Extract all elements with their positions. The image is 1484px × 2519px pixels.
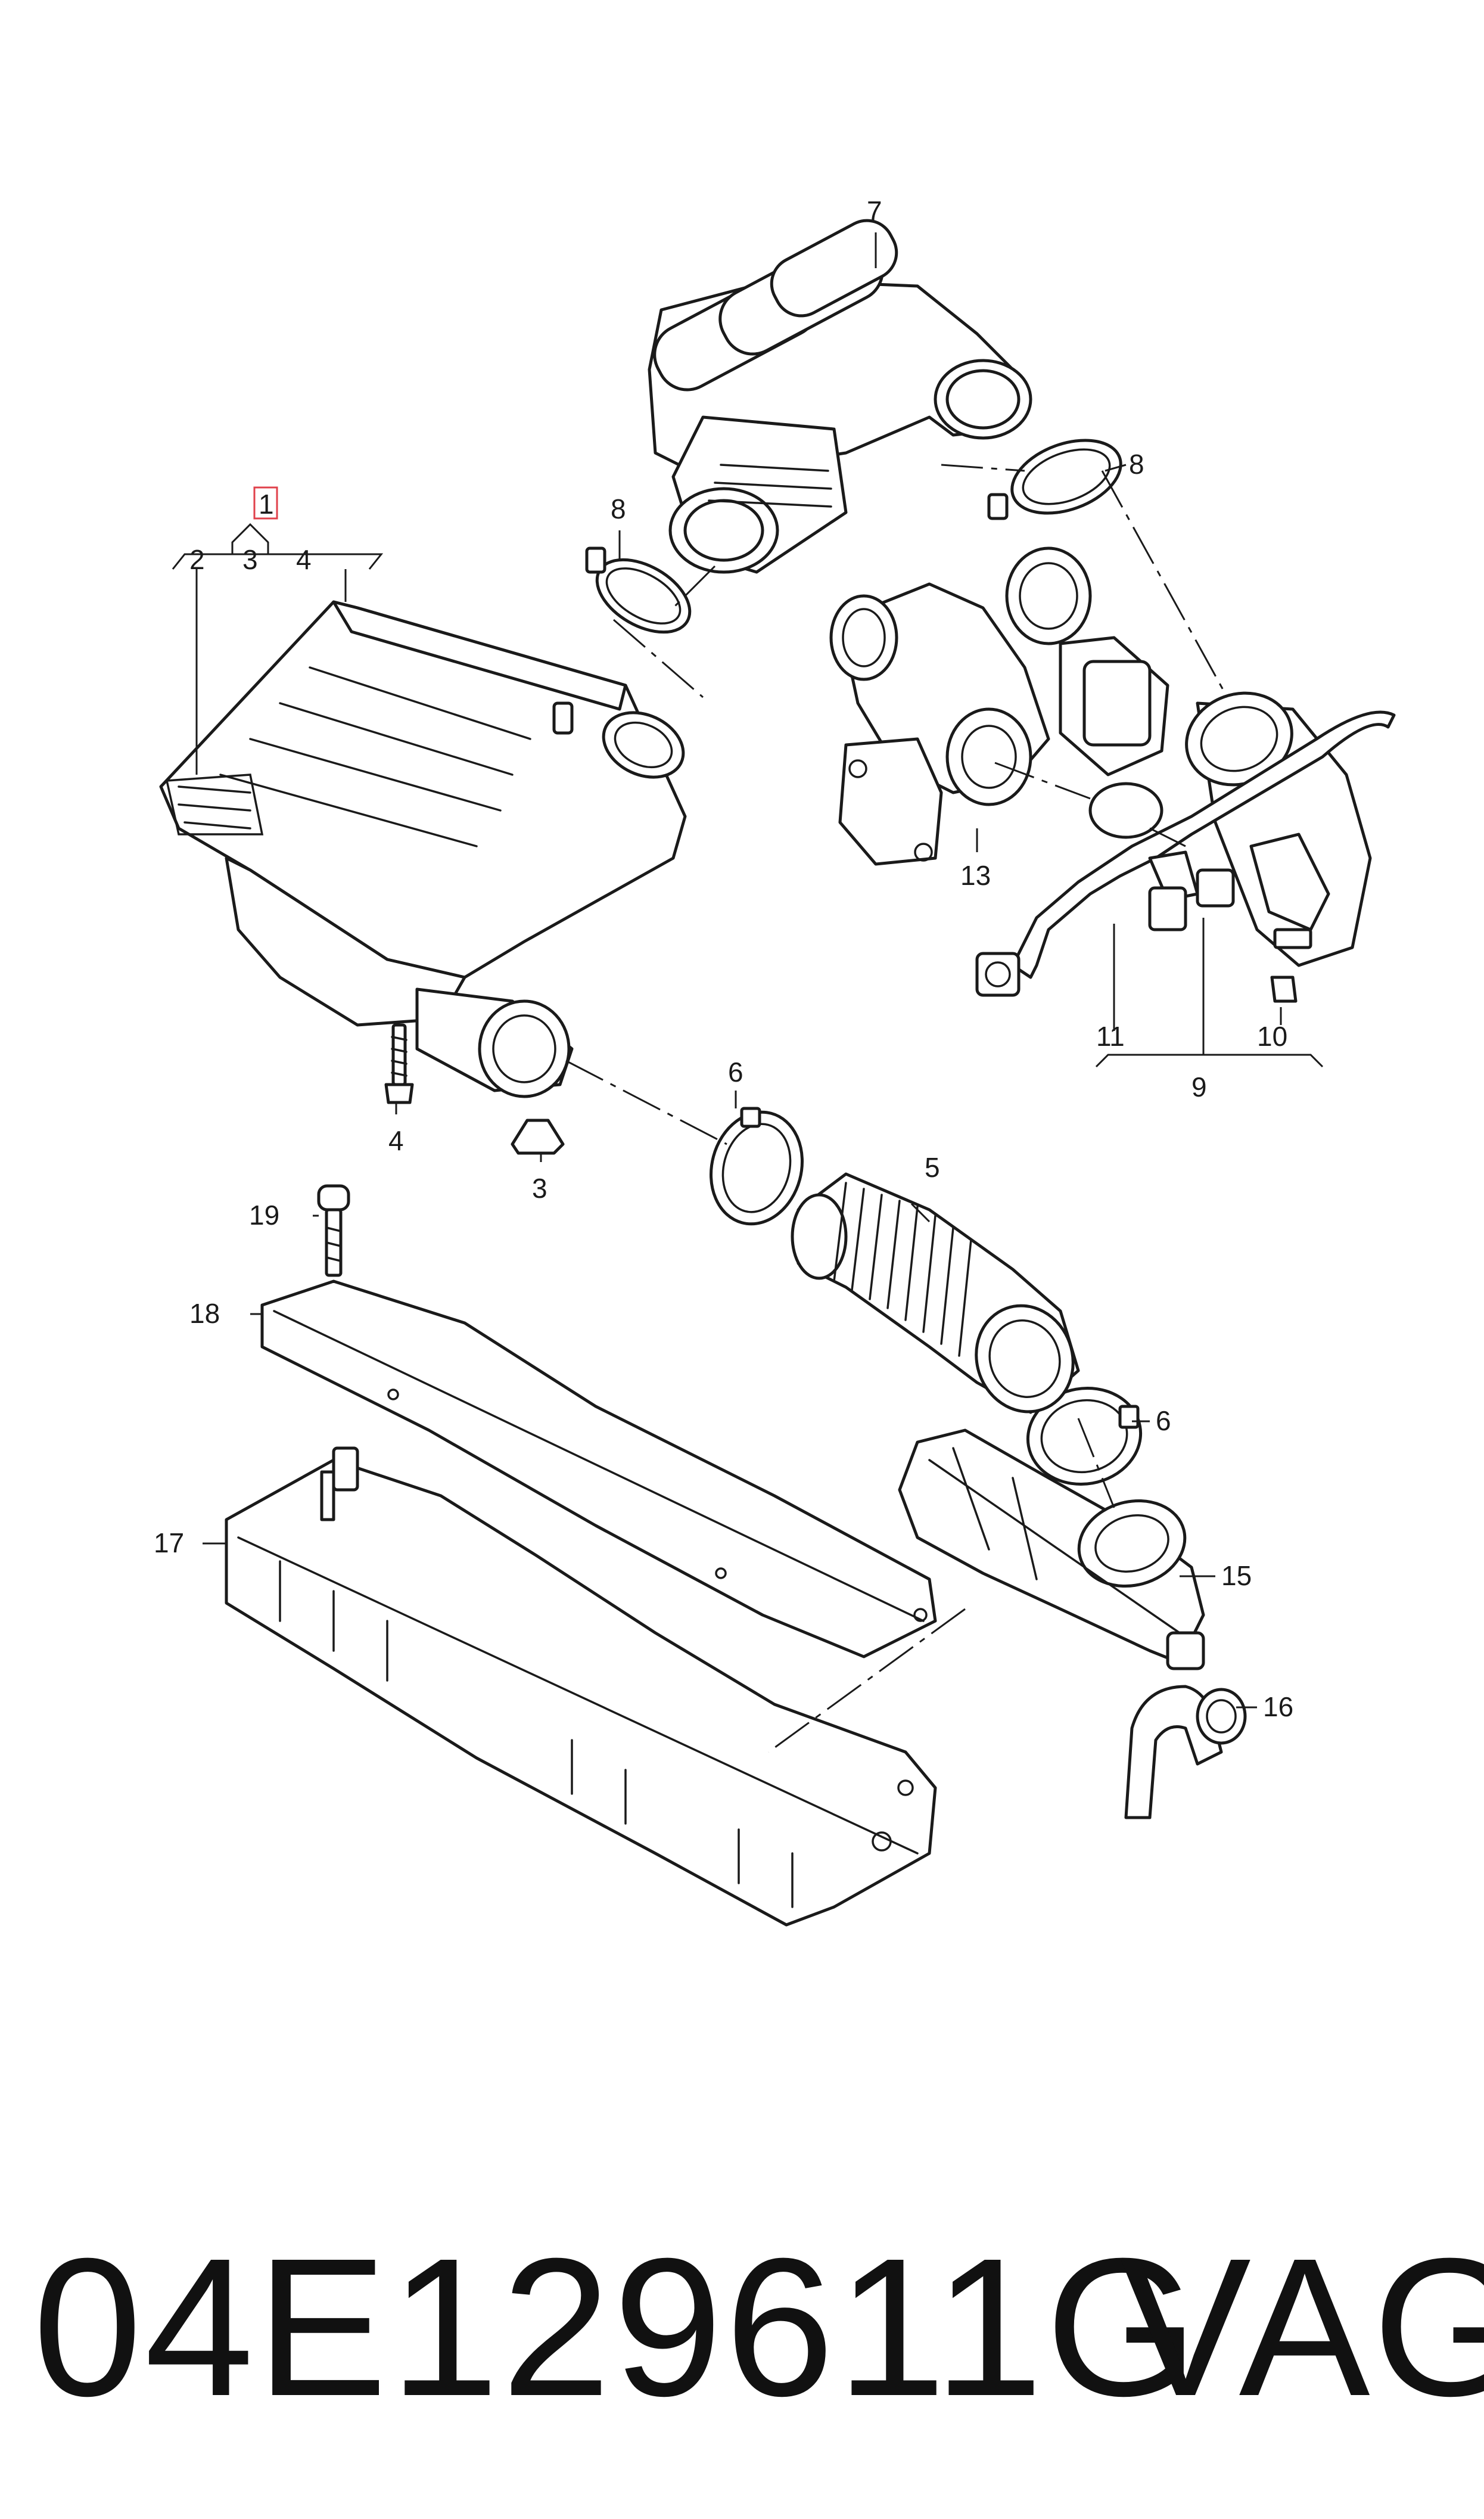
callout-4-screw: 4 — [388, 1125, 404, 1156]
callout-7: 7 — [867, 195, 882, 226]
callout-15: 15 — [1221, 1560, 1252, 1591]
callout-19: 19 — [249, 1200, 279, 1231]
o-ring — [1088, 782, 1163, 839]
clamp-part-8-left — [585, 546, 692, 634]
callout-8-right: 8 — [1129, 449, 1144, 480]
callout-16: 16 — [1263, 1691, 1293, 1722]
clamp-part-6-upper — [709, 1107, 804, 1226]
callout-11: 11 — [1096, 1021, 1125, 1052]
callout-3-grommet: 3 — [532, 1173, 547, 1204]
callout-10: 10 — [1257, 1021, 1287, 1052]
callout-13: 13 — [960, 860, 991, 891]
part-number: 04E129611G — [33, 2217, 1201, 2437]
clamp-part-6-lower — [1026, 1387, 1143, 1486]
intake-pipe-part-7 — [648, 219, 1032, 574]
screw-part-4 — [384, 1023, 414, 1104]
callout-9: 9 — [1191, 1071, 1207, 1102]
brand-name: VAG — [1120, 2217, 1484, 2437]
air-filter-housing-part-1 — [159, 600, 687, 1098]
callout-4: 4 — [296, 544, 312, 575]
callout-6-lower: 6 — [1156, 1405, 1171, 1436]
callout-8-left: 8 — [611, 493, 626, 524]
resonator-part-15 — [898, 1428, 1205, 1670]
callout-labels: 1 2 3 4 4 3 7 8 8 13 11 10 9 6 5 19 18 6… — [154, 195, 1293, 1722]
callout-3: 3 — [242, 544, 258, 575]
clamp-part-8-right — [987, 439, 1122, 520]
hose-part-16 — [1124, 1685, 1247, 1819]
cover-part-18 — [260, 1279, 937, 1658]
coolant-hoses-part-9-11 — [975, 710, 1396, 1003]
grommet-part-3 — [511, 1119, 565, 1155]
callout-5: 5 — [925, 1152, 940, 1183]
leader-lines — [172, 232, 1324, 1709]
callout-highlight-box — [253, 486, 278, 520]
callout-18: 18 — [189, 1298, 220, 1329]
callout-2: 2 — [189, 544, 205, 575]
air-duct-part-17 — [225, 1446, 937, 1927]
callout-17: 17 — [154, 1527, 184, 1558]
callout-1: 1 — [259, 489, 274, 520]
callout-6-upper: 6 — [728, 1057, 743, 1088]
turbocharger-assembly — [829, 546, 1372, 967]
corrugated-hose-part-5 — [791, 1172, 1080, 1414]
bolt-part-19 — [317, 1184, 350, 1277]
assembly-lines — [565, 464, 1228, 1753]
